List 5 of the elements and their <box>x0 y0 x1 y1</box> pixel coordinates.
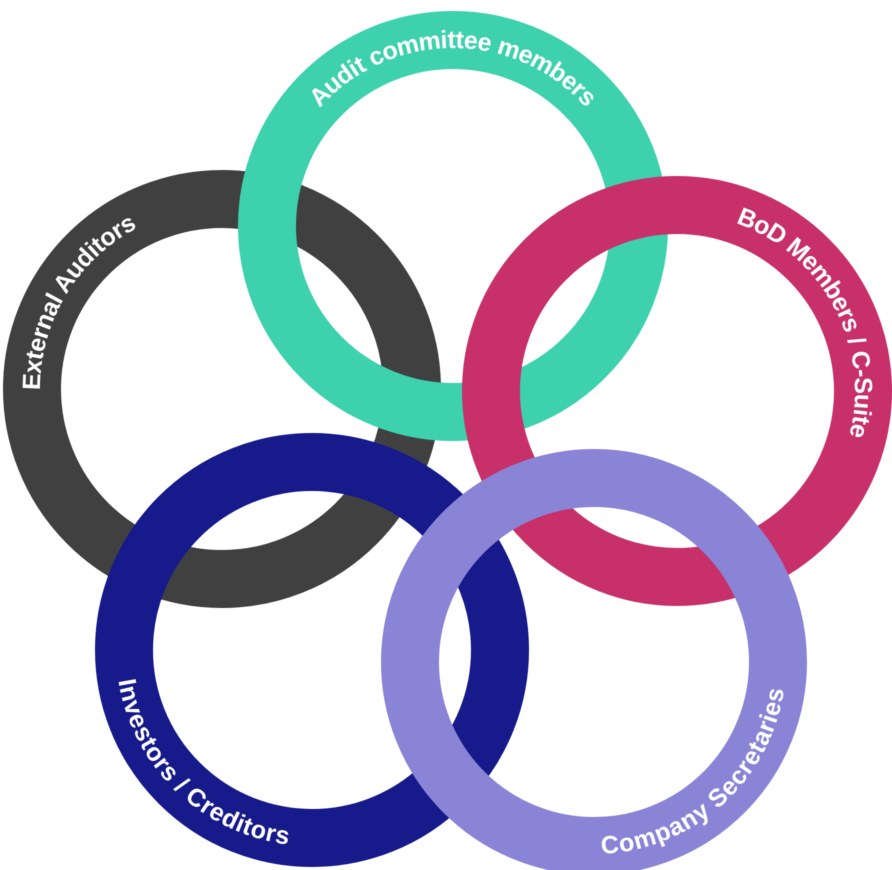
ring <box>95 433 529 867</box>
ring <box>238 11 668 441</box>
ring <box>381 449 807 870</box>
ring <box>3 170 441 608</box>
ring <box>462 176 892 606</box>
